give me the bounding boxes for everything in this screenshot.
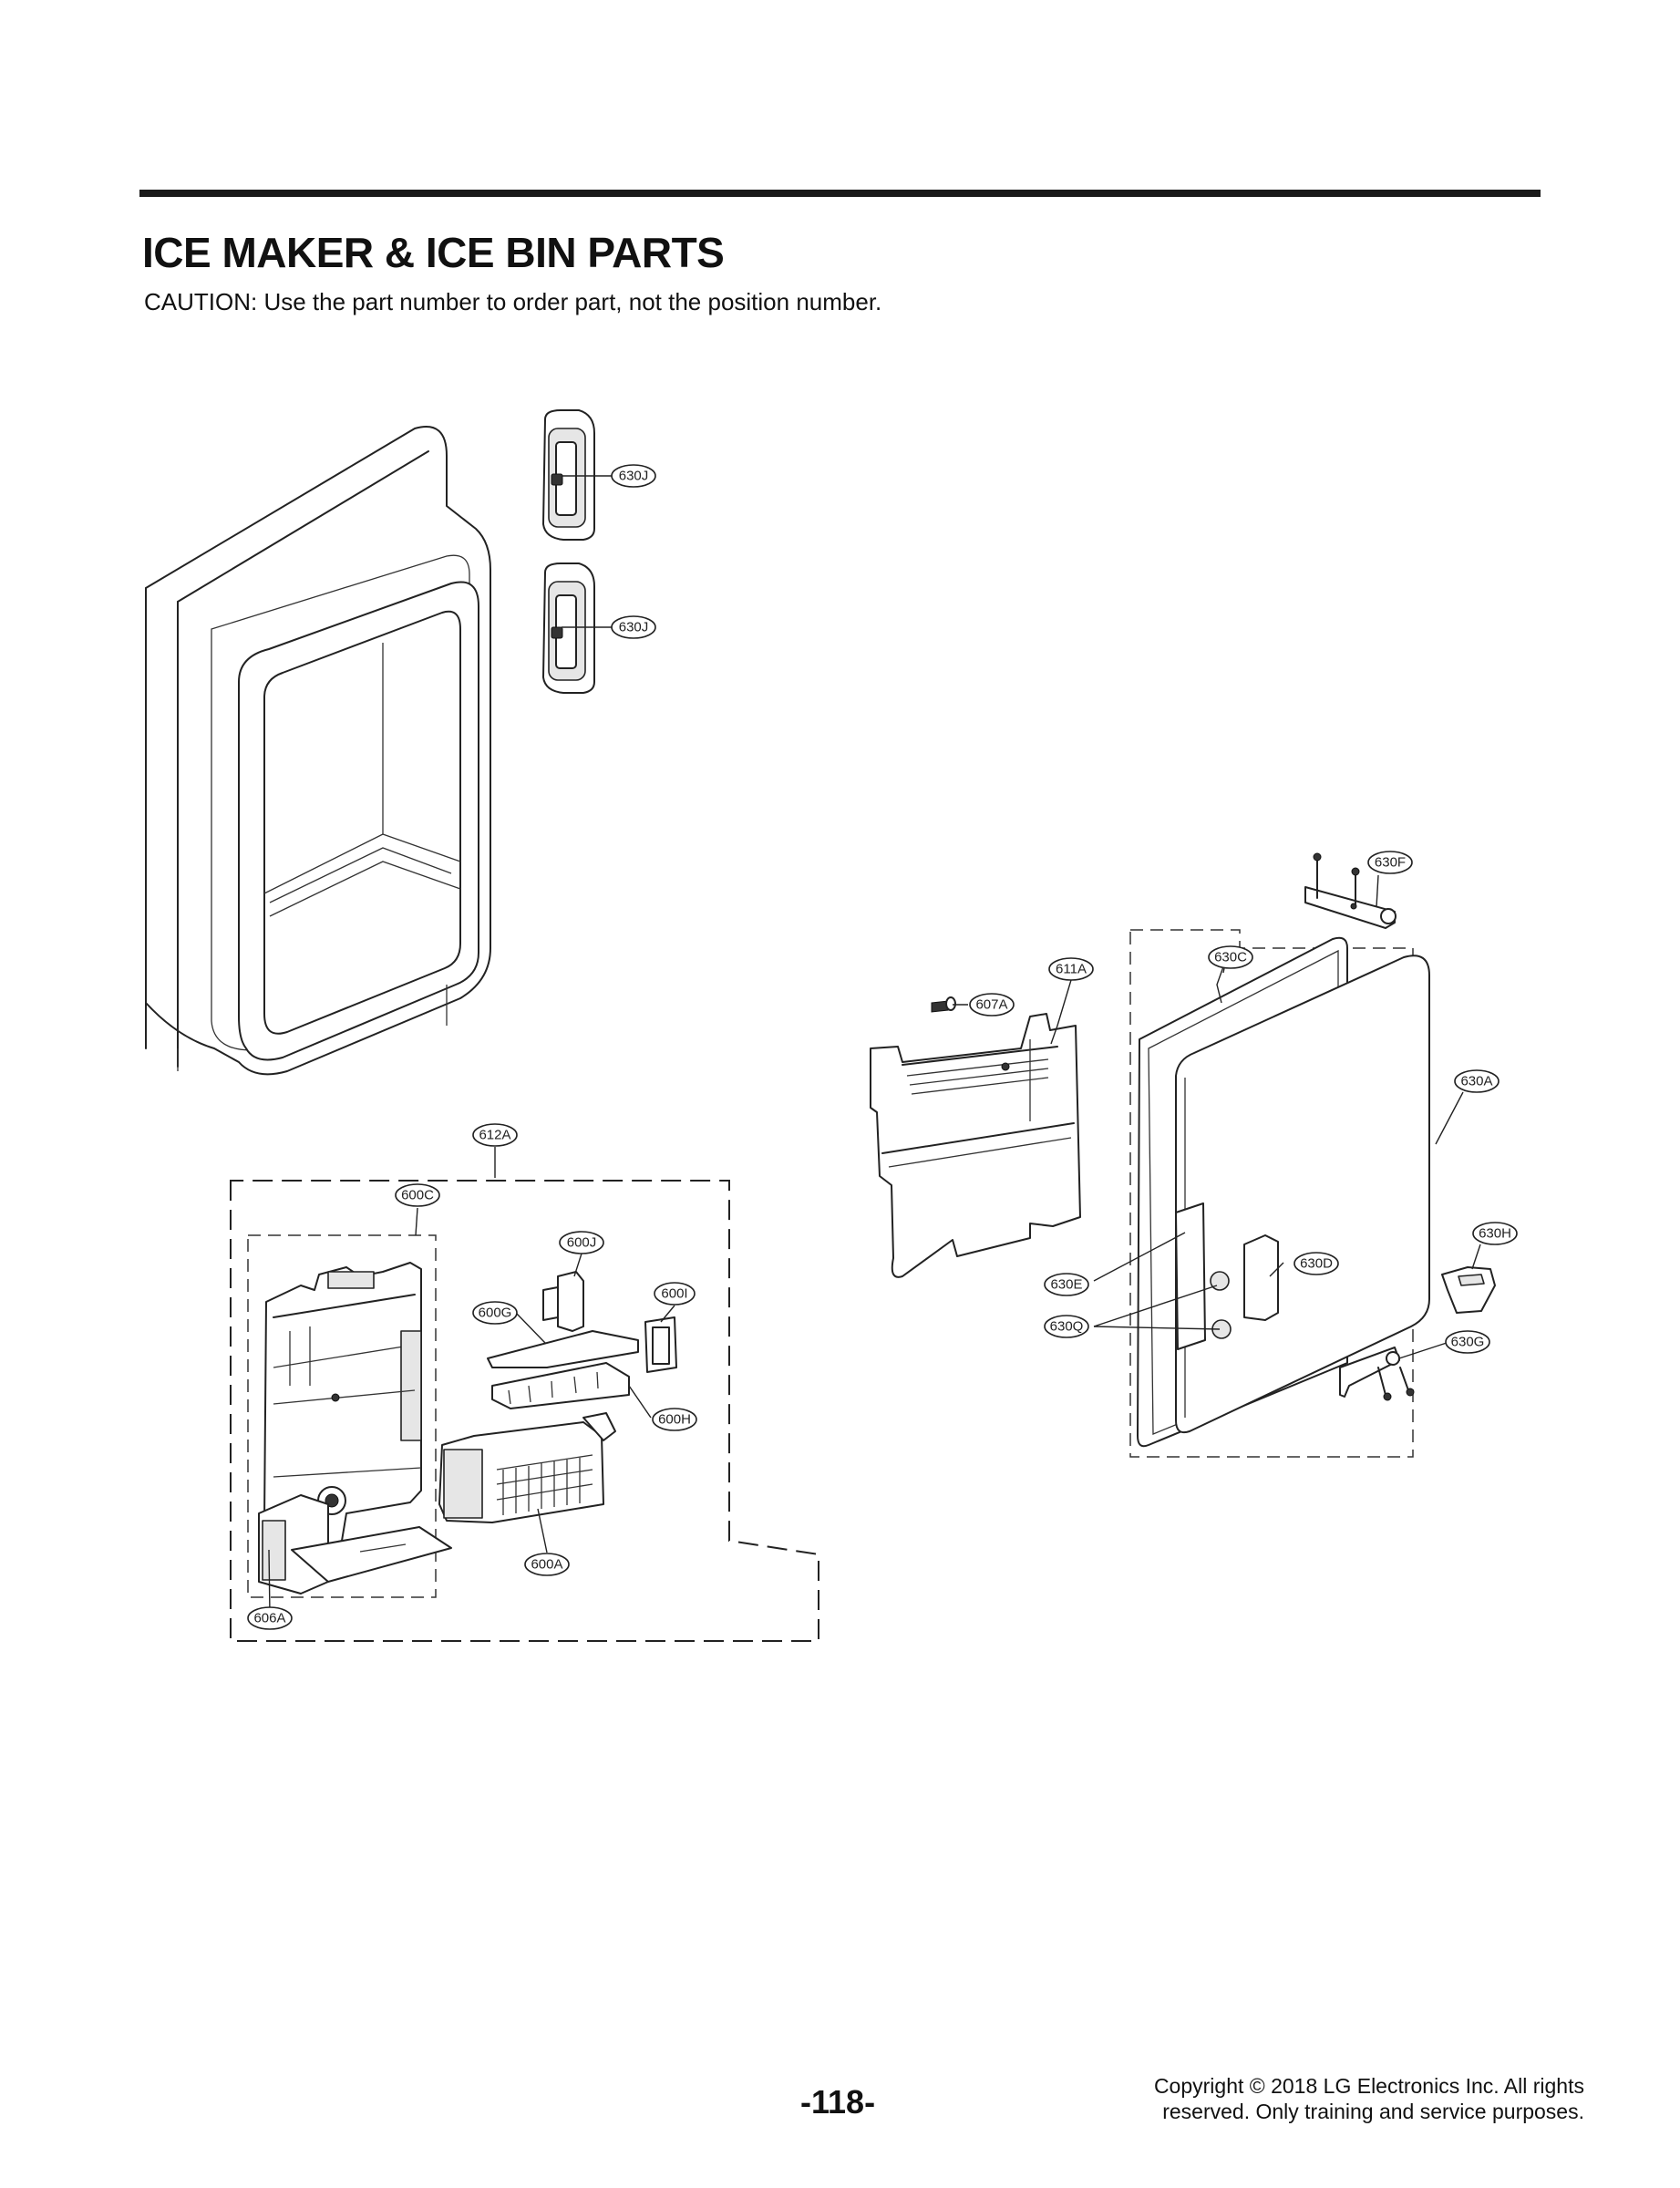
callout-630E: 630E	[1044, 1273, 1089, 1296]
svg-text:606A: 606A	[253, 1611, 285, 1626]
callout-630J-top: 630J	[611, 464, 656, 488]
svg-text:600H: 600H	[658, 1412, 691, 1428]
caution-note: CAUTION: Use the part number to order pa…	[144, 288, 882, 315]
callout-612A: 612A	[472, 1123, 518, 1147]
svg-text:600I: 600I	[661, 1286, 687, 1302]
svg-text:630J: 630J	[619, 469, 649, 484]
svg-text:630D: 630D	[1300, 1256, 1333, 1272]
svg-text:600G: 600G	[479, 1306, 512, 1321]
svg-text:630H: 630H	[1479, 1226, 1511, 1242]
page-number: -118-	[800, 2083, 876, 2121]
svg-text:630G: 630G	[1451, 1335, 1485, 1350]
callout-611A: 611A	[1048, 957, 1094, 981]
callout-600A: 600A	[524, 1553, 570, 1576]
svg-text:600C: 600C	[401, 1188, 434, 1203]
svg-text:630F: 630F	[1375, 855, 1406, 871]
ice-bin-door	[1129, 852, 1496, 1458]
svg-text:630J: 630J	[619, 620, 649, 635]
callout-607A: 607A	[969, 993, 1015, 1017]
copyright-line-2: reserved. Only training and service purp…	[1162, 2100, 1584, 2123]
svg-text:630A: 630A	[1460, 1074, 1492, 1089]
callout-630Q: 630Q	[1044, 1315, 1089, 1338]
header-rule	[139, 190, 1541, 197]
icemaker-assembly-group	[230, 1180, 819, 1642]
page-title: ICE MAKER & ICE BIN PARTS	[142, 229, 725, 276]
callout-630A: 630A	[1454, 1069, 1500, 1093]
svg-text:630C: 630C	[1214, 950, 1247, 965]
svg-text:630Q: 630Q	[1050, 1319, 1084, 1335]
callout-630D: 630D	[1293, 1252, 1339, 1275]
callout-630J-bottom: 630J	[611, 615, 656, 639]
callout-606A: 606A	[247, 1606, 293, 1630]
copyright-line-1: Copyright © 2018 LG Electronics Inc. All…	[1153, 2074, 1584, 2098]
ice-bin	[870, 996, 1081, 1278]
svg-text:612A: 612A	[479, 1128, 510, 1143]
leader-lines	[268, 475, 1481, 1616]
callout-630H: 630H	[1472, 1222, 1518, 1245]
callout-630G: 630G	[1445, 1330, 1490, 1354]
callout-600C: 600C	[395, 1183, 440, 1207]
callout-600J: 600J	[559, 1231, 604, 1254]
callout-600I: 600I	[654, 1282, 696, 1306]
svg-text:600J: 600J	[567, 1235, 597, 1251]
callout-630C: 630C	[1208, 945, 1253, 969]
part-630J-cap-bottom	[542, 562, 595, 694]
callout-600H: 600H	[652, 1408, 697, 1431]
callout-630F: 630F	[1367, 851, 1413, 874]
callout-600G: 600G	[472, 1301, 518, 1325]
svg-text:630E: 630E	[1050, 1277, 1082, 1293]
svg-text:600A: 600A	[531, 1557, 562, 1573]
svg-text:611A: 611A	[1056, 962, 1087, 977]
copyright-notice: Copyright © 2018 LG Electronics Inc. All…	[1037, 2073, 1584, 2124]
part-630J-cap-top	[542, 409, 595, 541]
dispenser-housing	[145, 426, 491, 1076]
svg-text:607A: 607A	[975, 997, 1007, 1013]
